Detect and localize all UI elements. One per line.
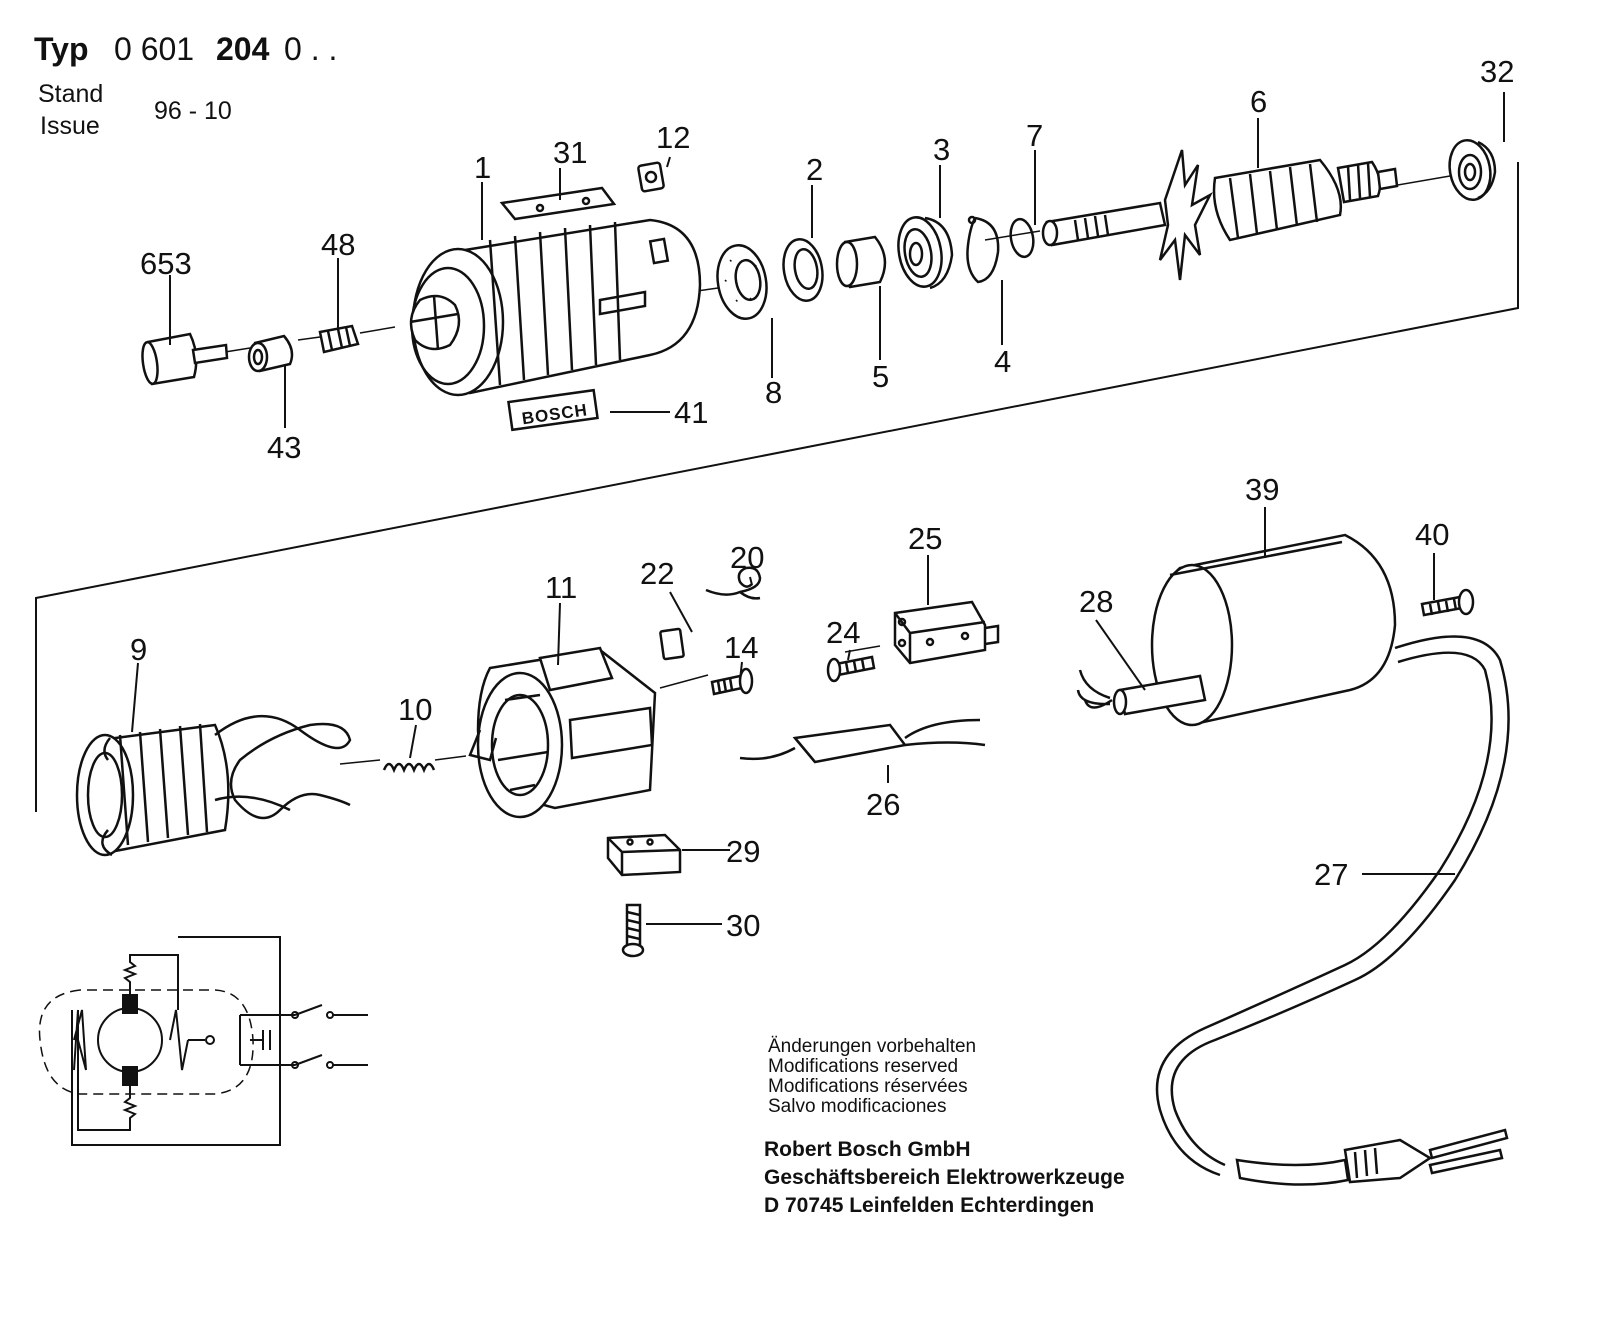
typ-label: Typ [34, 31, 89, 67]
part-label-11: 11 [545, 570, 577, 605]
top-axis-line [224, 175, 1451, 353]
washer-part [782, 238, 824, 302]
part-label-39: 39 [1245, 472, 1279, 507]
modifications-note: Änderungen vorbehalten Modifications res… [768, 1036, 976, 1117]
address-city: D 70745 Leinfelden Echterdingen [764, 1194, 1094, 1217]
part-label-10: 10 [398, 692, 432, 727]
part-label-43: 43 [267, 430, 301, 465]
part-label-28: 28 [1079, 584, 1113, 619]
note-line-de: Änderungen vorbehalten [768, 1036, 976, 1057]
suppressor-part [739, 718, 986, 764]
screw-24-part [826, 655, 876, 683]
part-label-2: 2 [806, 152, 823, 187]
part-label-24: 24 [826, 615, 860, 650]
sleeve-part [835, 235, 887, 289]
spring-part [382, 762, 436, 774]
circlip-part [966, 215, 1000, 284]
ball-bearing-part [897, 216, 954, 290]
field-coil-part [75, 715, 352, 857]
felt-ring-part [716, 244, 768, 320]
part-label-12: 12 [656, 120, 690, 155]
screw-14-part [710, 667, 754, 696]
part-label-25: 25 [908, 521, 942, 556]
type-code-prefix: 0 601 [114, 31, 194, 67]
part-label-3: 3 [933, 132, 950, 167]
stand-label: Stand [38, 80, 103, 108]
part-label-9: 9 [130, 632, 147, 667]
part-label-1: 1 [474, 150, 491, 185]
armature-part [1041, 149, 1399, 281]
retaining-ring-part [1009, 217, 1035, 259]
part-label-22: 22 [640, 556, 674, 591]
label-plate-part [499, 186, 617, 221]
part-label-30: 30 [726, 908, 760, 943]
carbon-brush-part [659, 627, 685, 661]
part-label-40: 40 [1415, 517, 1449, 552]
manufacturer-address: Robert Bosch GmbH Geschäftsbereich Elekt… [764, 1138, 1125, 1217]
assembly-plane [35, 162, 1519, 812]
cable-clamp-part [1076, 669, 1207, 716]
screw-30-part [621, 903, 645, 958]
address-company: Robert Bosch GmbH [764, 1138, 971, 1161]
part-label-27: 27 [1314, 857, 1348, 892]
issue-label: Issue [40, 112, 100, 140]
issue-value: 96 - 10 [154, 97, 232, 125]
end-bearing-part [1448, 139, 1497, 201]
part-label-32: 32 [1480, 54, 1514, 89]
part-label-653: 653 [140, 246, 192, 281]
part-label-20: 20 [730, 540, 764, 575]
part-label-7: 7 [1026, 118, 1043, 153]
lower-axis-line [339, 645, 881, 765]
note-line-es: Salvo modificaciones [768, 1096, 946, 1117]
part-label-41: 41 [674, 395, 708, 430]
part-label-5: 5 [872, 359, 889, 394]
collet-nut-part [247, 334, 294, 373]
type-code-bold: 204 [216, 31, 270, 67]
part-label-26: 26 [866, 787, 900, 822]
header: Typ 0 601 204 0 . . Stand Issue 96 - 10 [34, 31, 337, 140]
screw-40-part [1420, 588, 1475, 617]
switch-part [893, 600, 1000, 665]
brand-plate-part: BOSCH [507, 388, 599, 432]
part-label-48: 48 [321, 227, 355, 262]
part-number-labels: 653 43 48 31 12 1 41 8 2 5 3 7 4 6 32 9 … [130, 54, 1514, 943]
address-division: Geschäftsbereich Elektrowerkzeuge [764, 1166, 1125, 1189]
note-line-fr: Modifications réservées [768, 1076, 968, 1097]
motor-housing-part [409, 218, 702, 397]
part-label-14: 14 [724, 630, 758, 665]
type-code-suffix: 0 . . [284, 31, 337, 67]
brush-spring-part [705, 566, 762, 600]
part-label-6: 6 [1250, 84, 1267, 119]
small-nut-part [637, 161, 665, 193]
power-cord-part [1155, 635, 1510, 1186]
collet-part [318, 324, 360, 354]
brush-holder-part [468, 646, 657, 819]
leader-lines [131, 92, 1505, 925]
part-label-29: 29 [726, 834, 760, 869]
clamp-29-part [606, 833, 682, 877]
wiring-schematic [38, 936, 368, 1146]
part-label-4: 4 [994, 344, 1011, 379]
note-line-en: Modifications reserved [768, 1056, 958, 1077]
part-label-8: 8 [765, 375, 782, 410]
part-label-31: 31 [553, 135, 587, 170]
grinding-point-part [141, 332, 229, 386]
